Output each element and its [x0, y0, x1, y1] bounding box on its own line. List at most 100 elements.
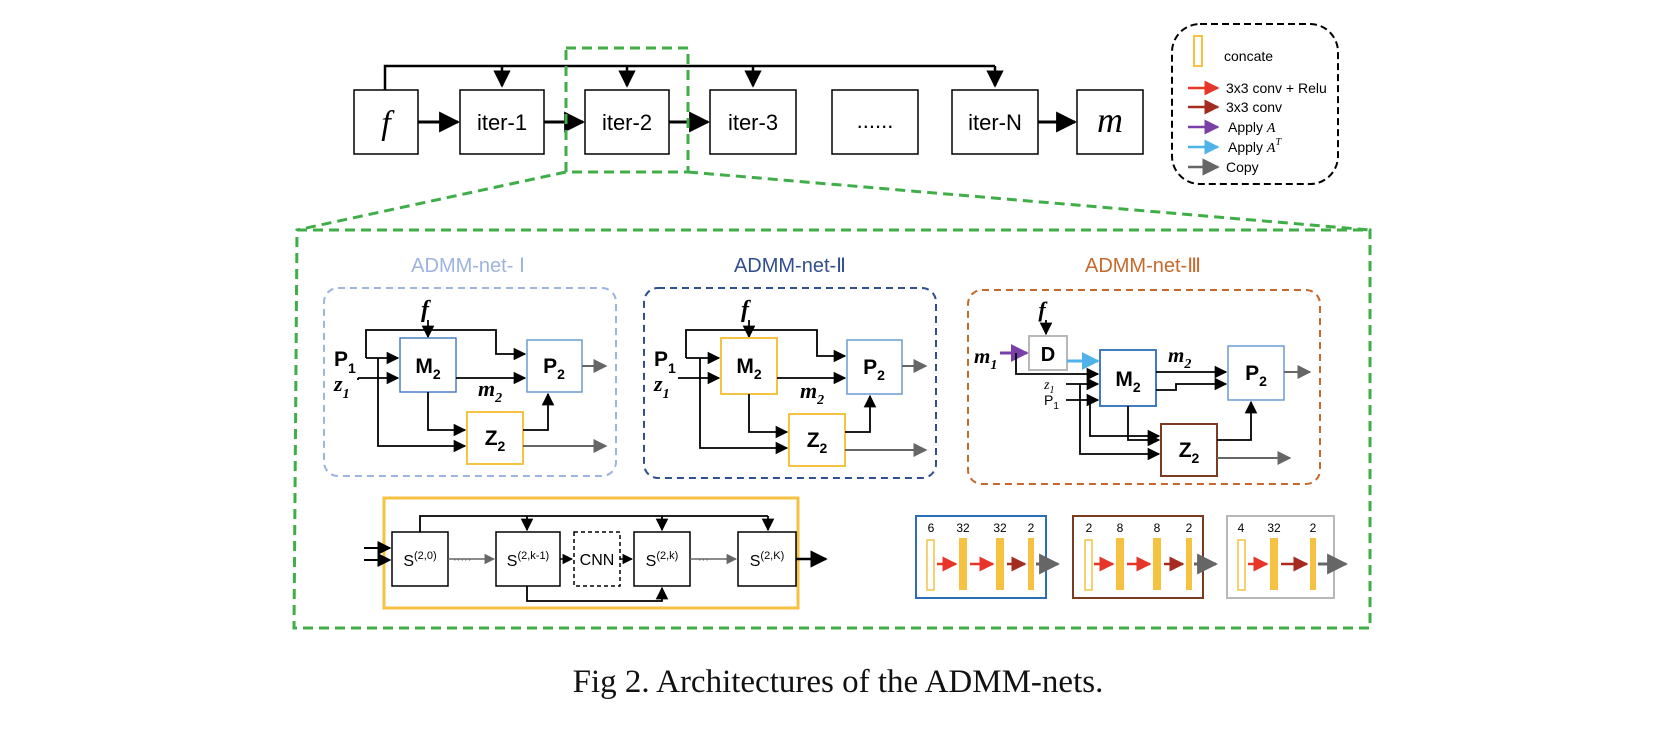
zoom-line-left	[296, 170, 567, 232]
s-K-main: S	[750, 553, 761, 570]
net1-f-label: f	[421, 297, 431, 323]
legend-apply-a-label: Apply A	[1228, 119, 1276, 136]
s-k1-label: S(2,k-1)	[507, 550, 549, 570]
net3-Z2-sub: 2	[1192, 450, 1200, 466]
net3-m2-label: m2	[1168, 343, 1191, 372]
cnn-block-1-frame	[915, 515, 1047, 599]
net3-D-box	[1028, 335, 1068, 371]
cnn3-layer-2	[1310, 538, 1316, 590]
pipeline: f iter-1 iter-2 iter-3 ...... iter-N m	[353, 46, 1144, 174]
legend-frame	[1171, 23, 1339, 185]
admm-net-2-title: ADMM-net-Ⅱ	[734, 255, 846, 277]
admm-net-3: ADMM-net-Ⅲ f m1 D z1 P1 M2 m2 P2 Z2	[967, 255, 1321, 485]
net2-P2-box	[846, 339, 903, 395]
s-k-main: S	[646, 553, 657, 570]
net2-z1-label: z1	[653, 371, 670, 402]
net3-P2-label: P2	[1245, 362, 1267, 389]
legend-copy-label: Copy	[1226, 159, 1259, 175]
s-k1-sup: (2,k-1)	[517, 550, 549, 562]
net3-m2-sub: 2	[1183, 357, 1191, 372]
legend-conv-label: 3x3 conv	[1226, 99, 1282, 115]
legend-apply-at-label: Apply AT	[1228, 137, 1282, 156]
s-k-sup: (2,k)	[656, 550, 678, 562]
net1-P2-box	[526, 339, 583, 393]
cnn3-ch-2: 2	[1310, 521, 1317, 535]
legend: concate 3x3 conv + Relu 3x3 conv Apply A…	[1171, 23, 1339, 185]
s-k-box	[633, 531, 691, 587]
net1-z1-main: z	[333, 371, 343, 396]
net1-z1-label: z1	[333, 371, 350, 402]
cnn3-layer-1	[1270, 538, 1278, 590]
cnn2-ch-2: 8	[1154, 521, 1161, 535]
s-K-sup: (2,K)	[760, 550, 784, 562]
s-k1-main: S	[507, 553, 518, 570]
legend-concate-bar	[1193, 35, 1203, 67]
cnn2-ch-3: 2	[1186, 521, 1193, 535]
net2-P2-label: P2	[863, 356, 885, 383]
input-f-box	[353, 89, 419, 155]
cnn1-layer-1	[959, 538, 967, 590]
net1-m2-main: m	[478, 376, 495, 401]
iter-N-box	[951, 89, 1039, 155]
cnn1-ch-2: 32	[993, 521, 1007, 535]
cnn3-ch-0: 4	[1238, 521, 1245, 535]
cnn3-concate	[1237, 539, 1246, 591]
net3-Z2-box	[1160, 423, 1218, 477]
cnn-block-1: 6 32 32 2	[915, 515, 1061, 599]
iter-ellipsis-box	[831, 89, 919, 155]
net3-P2-main: P	[1245, 362, 1259, 385]
net2-M2-box	[720, 337, 778, 395]
output-m-label: m	[1097, 100, 1123, 140]
net3-P1-sub: 1	[1053, 401, 1059, 412]
net3-z1-label: z1	[1043, 378, 1054, 396]
cnn2-layer-3	[1186, 538, 1192, 590]
legend-apply-a-text: Apply	[1228, 119, 1267, 135]
expansion-frame	[292, 170, 1372, 630]
s-chain-skip-connection	[526, 586, 669, 602]
net2-M2-main: M	[736, 355, 754, 378]
net3-P2-box	[1227, 345, 1285, 401]
zoom-line-right	[687, 170, 1371, 232]
admm-net-1: ADMM-net- Ⅰ f P1 z1 M2 P2 Z2 m2	[323, 255, 617, 477]
legend-apply-at-text: Apply	[1228, 139, 1267, 155]
net3-m1-sub: 1	[990, 358, 997, 373]
net1-P1-label: P1	[334, 348, 356, 376]
iter-N-label: iter-N	[968, 110, 1022, 135]
net2-m2-label: m2	[800, 378, 824, 408]
admm-net-1-frame	[323, 287, 617, 477]
s-k1-box	[495, 531, 561, 587]
cnn-block-2: 2 8 8 2	[1072, 515, 1219, 599]
net3-M2-box	[1099, 349, 1157, 407]
net2-m2-sub: 2	[816, 393, 824, 408]
net2-Z2-sub: 2	[820, 440, 828, 456]
net3-z1-sub: 1	[1049, 385, 1054, 396]
net3-P1-label: P1	[1044, 392, 1059, 412]
cnn1-layer-2	[996, 538, 1004, 590]
s-chain-dots-2: ···	[698, 554, 709, 566]
net1-Z2-label: Z2	[485, 427, 506, 454]
net3-D-label: D	[1041, 344, 1055, 366]
net3-P2-sub: 2	[1259, 373, 1267, 389]
cnn-label: CNN	[580, 552, 615, 569]
cnn-block-3: 4 32 2	[1226, 515, 1349, 599]
net3-wires	[1015, 353, 1258, 461]
legend-concate-label: concate	[1224, 48, 1273, 64]
iter-1-label: iter-1	[477, 110, 527, 135]
net1-Z2-main: Z	[485, 427, 498, 450]
net3-f-label: f	[1038, 297, 1048, 322]
net1-z1-sub: 1	[343, 387, 350, 402]
net2-M2-sub: 2	[754, 366, 762, 382]
legend-apply-at-sup: T	[1275, 137, 1282, 148]
net3-Z2-main: Z	[1179, 439, 1192, 462]
net1-P2-main: P	[543, 355, 557, 378]
net2-z1-main: z	[653, 371, 663, 396]
s-0-sup: (2,0)	[414, 550, 437, 562]
net1-M2-box	[399, 337, 457, 393]
net1-m2-label: m2	[478, 376, 502, 406]
s-chain-dots-1: ·····	[453, 554, 471, 566]
expanded-iter-2-frame	[292, 228, 1372, 630]
net2-P2-sub: 2	[877, 367, 885, 383]
net2-P1-label: P1	[654, 348, 676, 376]
admm-net-3-frame	[967, 289, 1321, 485]
